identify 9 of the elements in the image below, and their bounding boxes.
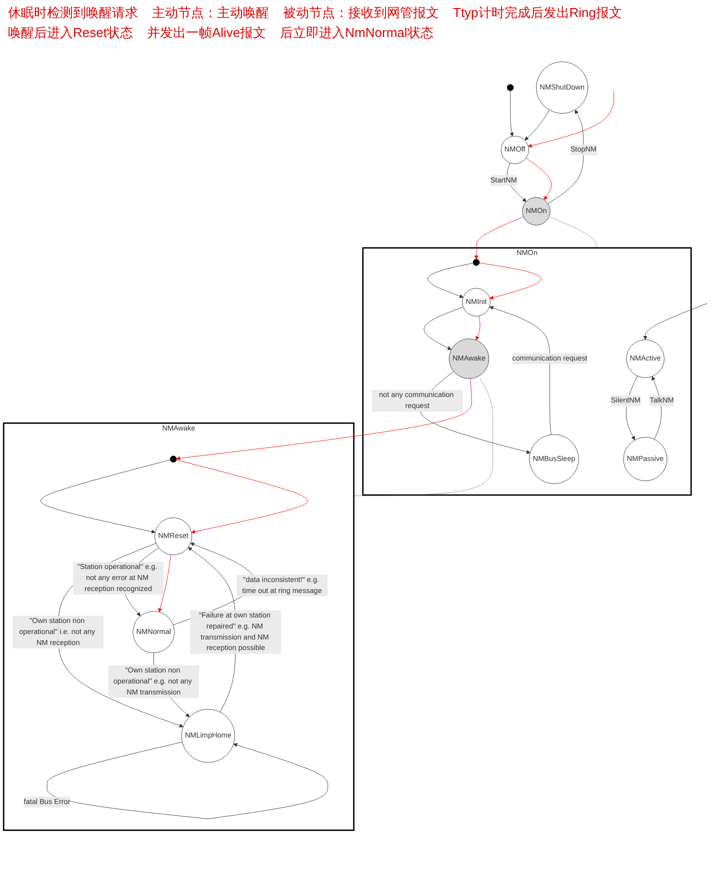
annotation-note: Ttyp计时完成后发出Ring报文 <box>453 4 622 22</box>
connector <box>550 216 597 248</box>
annotation-note: 休眠时检测到唤醒请求 <box>8 4 138 22</box>
connector <box>354 378 494 496</box>
annotation-note: 后立即进入NmNormal状态 <box>280 24 434 42</box>
annotation-note: 被动节点：接收到网管报文 <box>283 4 439 22</box>
annotation-note: 主动节点：主动唤醒 <box>152 4 269 22</box>
annotation-note: 唤醒后进入Reset状态 <box>8 24 133 42</box>
annotation-note: 并发出一帧Alive报文 <box>146 24 266 42</box>
